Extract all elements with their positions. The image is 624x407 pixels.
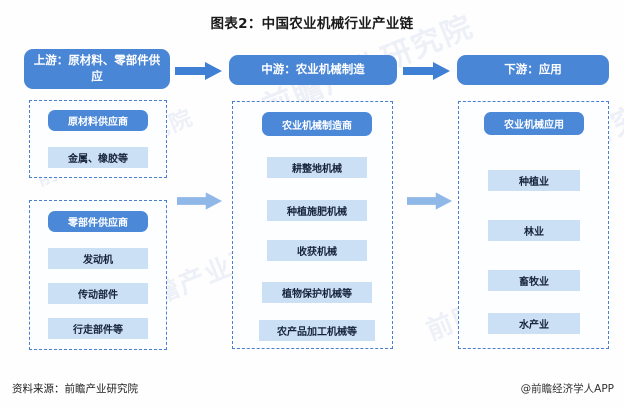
brand-note: @前瞻经济学人APP	[520, 383, 614, 395]
upstream-group-2-item: 传动部件	[48, 283, 148, 304]
midstream-group-container	[232, 101, 393, 349]
downstream-item: 畜牧业	[488, 270, 580, 291]
upstream-group-2-item: 发动机	[48, 248, 148, 269]
midstream-item: 种植施肥机械	[267, 200, 367, 221]
midstream-item: 收获机械	[267, 240, 367, 261]
source-note: 资料来源：前瞻产业研究院	[12, 383, 138, 395]
midstream-header: 中游：农业机械制造	[229, 55, 397, 85]
upstream-group-1-subheader: 原材料供应商	[48, 110, 148, 131]
downstream-header: 下游：应用	[457, 55, 609, 85]
upstream-header: 上游：原材料、零部件供应	[24, 49, 170, 89]
upstream-group-2-subheader: 零部件供应商	[48, 211, 148, 232]
arrow-midstream-to-downstream-top-icon	[403, 62, 450, 80]
arrow-midstream-to-downstream-body-icon	[407, 192, 453, 210]
arrow-upstream-to-midstream-body-icon	[177, 192, 223, 210]
midstream-item: 农产品加工机械等	[259, 320, 375, 341]
downstream-item: 水产业	[488, 313, 580, 334]
downstream-item: 种植业	[488, 170, 580, 191]
downstream-subheader: 农业机械应用	[484, 112, 584, 135]
chart-title: 图表2：中国农业机械行业产业链	[210, 16, 414, 32]
upstream-group-1-item: 金属、橡胶等	[48, 147, 148, 168]
midstream-item: 耕整地机械	[267, 157, 367, 178]
midstream-item: 植物保护机械等	[262, 282, 372, 303]
downstream-item: 林业	[488, 220, 580, 241]
midstream-subheader: 农业机械制造商	[262, 112, 372, 136]
arrow-upstream-to-midstream-top-icon	[175, 62, 222, 80]
upstream-group-2-item: 行走部件等	[48, 318, 148, 339]
